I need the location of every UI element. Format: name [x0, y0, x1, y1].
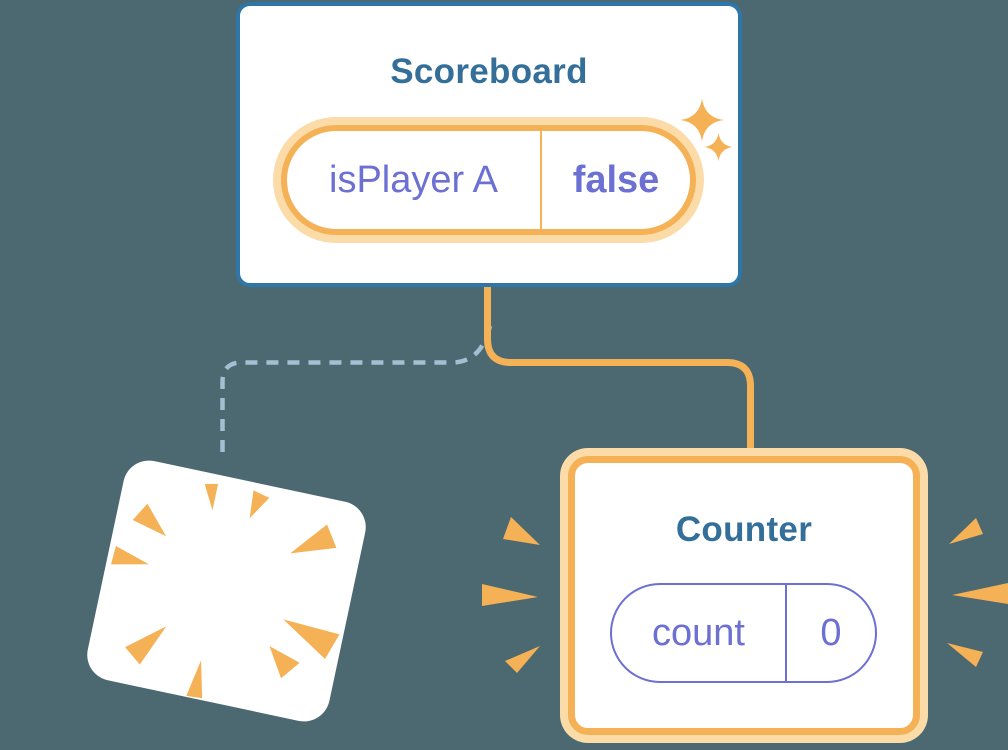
- state-value: 0: [820, 611, 842, 654]
- sparkle-icon: [680, 98, 724, 142]
- poof-burst-icon: [111, 483, 340, 699]
- state-name: count: [652, 611, 745, 654]
- counter-state-pill: count 0: [610, 583, 877, 683]
- state-name: isPlayer A: [329, 158, 498, 201]
- scoreboard-title: Scoreboard: [390, 52, 588, 91]
- pill-divider: [540, 131, 542, 229]
- pill-divider: [785, 585, 787, 681]
- counter-title: Counter: [675, 510, 813, 549]
- connector-dashed-line: [220, 325, 493, 460]
- removed-component-card: [82, 455, 371, 727]
- scoreboard-state-pill: isPlayer A false: [281, 125, 696, 235]
- connector-solid-line: [484, 283, 754, 452]
- sparkle-icon: [704, 132, 733, 162]
- counter-card: Counter count 0: [568, 456, 920, 735]
- scoreboard-card: Scoreboard isPlayer A false: [236, 2, 742, 287]
- state-value: false: [572, 158, 660, 201]
